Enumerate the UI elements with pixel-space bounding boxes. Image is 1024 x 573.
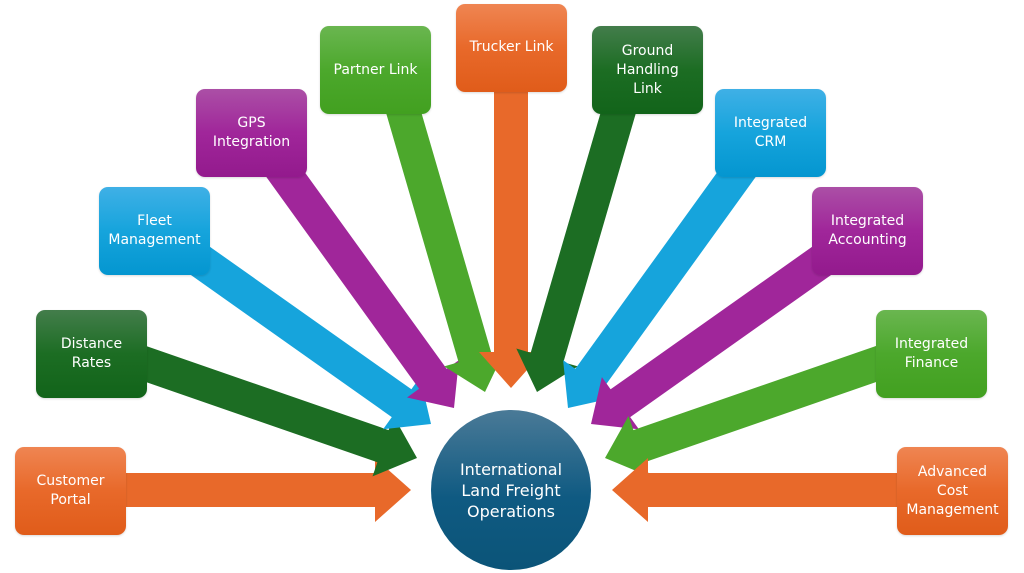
node-advanced-cost-management: Advanced Cost Management [897,447,1008,535]
arrow-partner-link [383,95,506,392]
node-integrated-crm: Integrated CRM [715,89,826,177]
node-partner-link: Partner Link [320,26,431,114]
node-trucker-link: Trucker Link [456,4,567,92]
node-distance-rates: Distance Rates [36,310,147,398]
node-integrated-finance: Integrated Finance [876,310,987,398]
arrow-customer-portal [100,458,411,522]
node-integrated-accounting: Integrated Accounting [812,187,923,275]
node-fleet-management: Fleet Management [99,187,210,275]
node-gps-integration: GPS Integration [196,89,307,177]
arrow-advanced-cost-management [612,458,922,522]
hub-international-land-freight-operations: International Land Freight Operations [431,410,591,570]
arrow-fleet-management [175,236,431,430]
arrow-integrated-finance [605,338,908,477]
arrow-gps-integration [261,150,459,408]
node-ground-handling-link: Ground Handling Link [592,26,703,114]
arrow-trucker-link [479,85,543,388]
arrow-ground-handling-link [516,95,639,392]
arrow-integrated-crm [563,150,761,408]
arrow-distance-rates [114,338,418,477]
node-customer-portal: Customer Portal [15,447,126,535]
arrow-integrated-accounting [591,236,847,430]
